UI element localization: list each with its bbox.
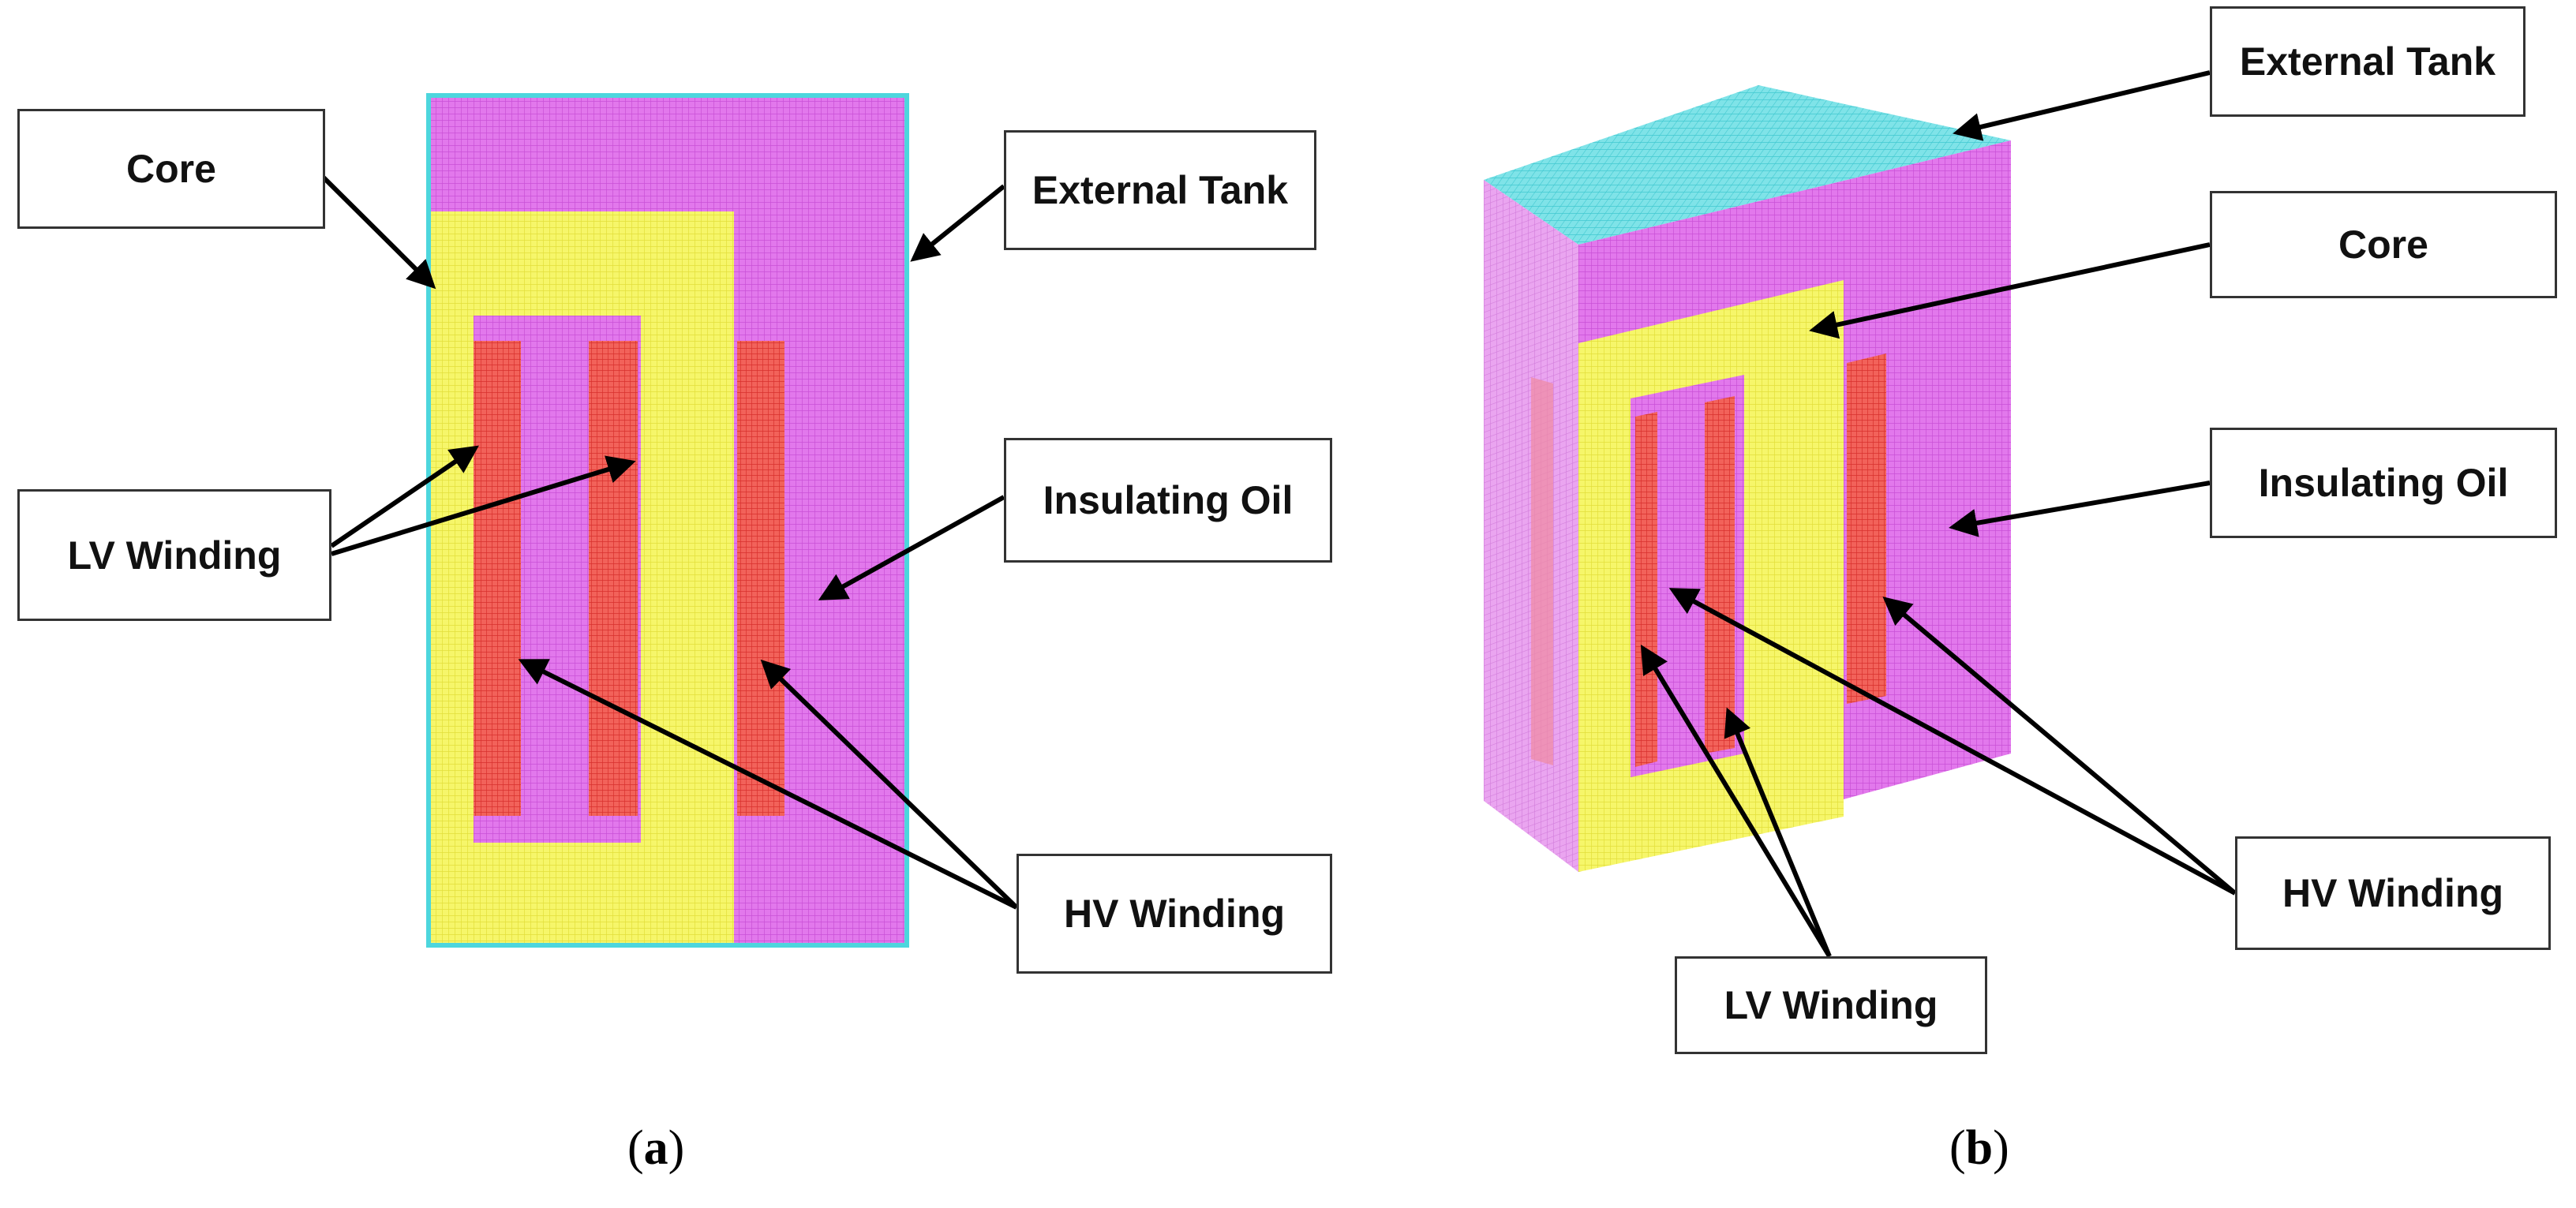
panel-a-leader-lines [321, 175, 1019, 910]
caption-b-open: ( [1949, 1121, 1966, 1175]
arrow-b-hv-winding-2 [1882, 597, 2237, 896]
arrow-b-insulating-oil [1949, 481, 2211, 537]
label-b-core-text: Core [2338, 223, 2428, 267]
panel-b-lv-winding-1 [1635, 412, 1657, 767]
label-a-lv-winding: LV Winding [17, 489, 331, 621]
panel-b-leader-lines [1640, 70, 2237, 958]
label-a-hv-winding: HV Winding [1017, 854, 1332, 974]
caption-a: (a) [627, 1120, 684, 1176]
panel-a-mesh [426, 93, 909, 948]
panel-a-lv-winding-inner [474, 341, 521, 816]
arrow-b-external-tank [1953, 70, 2211, 141]
label-a-external-tank: External Tank [1004, 130, 1316, 250]
label-a-core-text: Core [126, 147, 216, 191]
arrow-a-hv-winding-2 [760, 659, 1019, 910]
caption-a-letter: a [643, 1121, 668, 1175]
caption-a-open: ( [627, 1121, 644, 1175]
panel-a-lv-winding-outer [589, 341, 638, 816]
arrow-b-hv-winding-1 [1668, 588, 2237, 896]
caption-b-close: ) [1993, 1121, 2009, 1175]
label-b-external-tank: External Tank [2210, 6, 2525, 117]
caption-b-letter: b [1965, 1121, 1994, 1175]
label-a-insulating-oil: Insulating Oil [1004, 438, 1332, 563]
panel-b-hv-winding [1847, 353, 1886, 704]
panel-a-core [431, 211, 734, 943]
label-b-external-tank-text: External Tank [2239, 39, 2496, 84]
label-b-hv-winding-text: HV Winding [2282, 871, 2504, 915]
arrow-a-lv-winding-1 [330, 445, 479, 548]
label-b-insulating-oil: Insulating Oil [2210, 428, 2557, 538]
caption-b: (b) [1949, 1120, 2009, 1176]
label-b-lv-winding: LV Winding [1675, 956, 1987, 1054]
panel-b-tank-top [1484, 85, 2011, 245]
label-b-lv-winding-text: LV Winding [1724, 983, 1938, 1027]
label-a-external-tank-text: External Tank [1032, 168, 1289, 212]
label-a-insulating-oil-text: Insulating Oil [1043, 478, 1294, 522]
label-a-hv-winding-text: HV Winding [1063, 892, 1286, 936]
arrow-b-core [1809, 242, 2211, 339]
label-a-core: Core [17, 109, 325, 229]
arrow-a-insulating-oil [818, 495, 1005, 600]
arrow-b-lv-winding-2 [1724, 707, 1832, 958]
caption-a-close: ) [668, 1121, 685, 1175]
panel-b-lv-winding-2 [1705, 396, 1735, 754]
label-a-lv-winding-text: LV Winding [67, 533, 282, 578]
panel-b-hv-winding-side [1531, 377, 1553, 765]
label-b-hv-winding: HV Winding [2235, 836, 2551, 950]
panel-a-hv-winding [737, 341, 784, 816]
arrow-a-hv-winding-1 [518, 659, 1018, 910]
arrow-a-external-tank [910, 184, 1005, 262]
label-b-core: Core [2210, 191, 2557, 298]
label-b-insulating-oil-text: Insulating Oil [2258, 461, 2509, 505]
arrow-a-core [321, 175, 436, 290]
arrow-b-lv-winding-1 [1640, 644, 1832, 958]
arrow-a-lv-winding-2 [331, 455, 636, 556]
